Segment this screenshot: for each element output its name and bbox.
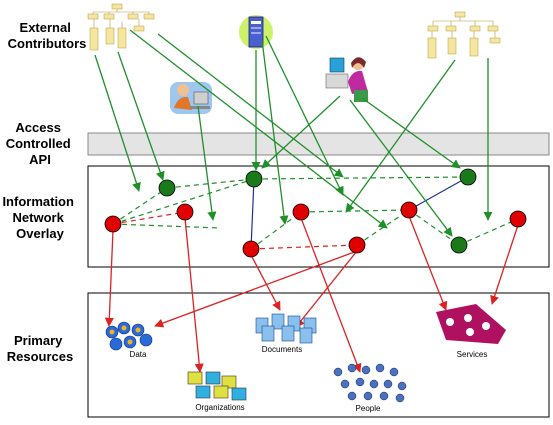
resource-label-documents: Documents xyxy=(262,345,302,354)
resource-label-people: People xyxy=(356,404,381,413)
red-node xyxy=(292,203,310,221)
label-external-contributors: External Contributors xyxy=(8,20,87,51)
server-icon xyxy=(239,15,273,49)
contributor-arrows xyxy=(94,29,493,237)
overlay-red-links xyxy=(112,211,358,250)
overlay-nodes xyxy=(104,168,527,258)
resource-label-services: Services xyxy=(457,350,488,359)
services-gears-icon xyxy=(436,304,506,344)
green-node xyxy=(245,170,263,188)
red-node xyxy=(176,203,194,221)
red-node xyxy=(509,210,527,228)
resource-label-organizations: Organizations xyxy=(195,403,244,412)
site-map-icon xyxy=(427,11,501,59)
overlay-box xyxy=(87,165,550,268)
green-node xyxy=(459,168,477,186)
site-map-icon xyxy=(87,3,155,51)
red-node xyxy=(242,240,260,258)
resources-box xyxy=(87,292,550,418)
red-node xyxy=(348,236,366,254)
red-node xyxy=(104,215,122,233)
red-node xyxy=(400,201,418,219)
label-primary-resources: Primary Resources xyxy=(7,333,73,364)
person-at-computer-icon xyxy=(170,82,212,114)
green-node xyxy=(158,179,176,197)
green-node xyxy=(450,236,468,254)
data-cluster-icon xyxy=(105,321,153,351)
overlay-blue-links xyxy=(250,176,469,250)
resource-arrows xyxy=(104,215,519,373)
person-at-computer-icon xyxy=(325,57,368,102)
label-information-network-overlay: Information Network Overlay xyxy=(2,194,77,241)
organizations-icon xyxy=(187,371,247,401)
people-crowd-icon xyxy=(333,363,407,403)
label-access-controlled-api: Access Controlled API xyxy=(6,120,75,167)
resource-label-data: Data xyxy=(130,350,147,359)
documents-icon xyxy=(255,313,317,344)
